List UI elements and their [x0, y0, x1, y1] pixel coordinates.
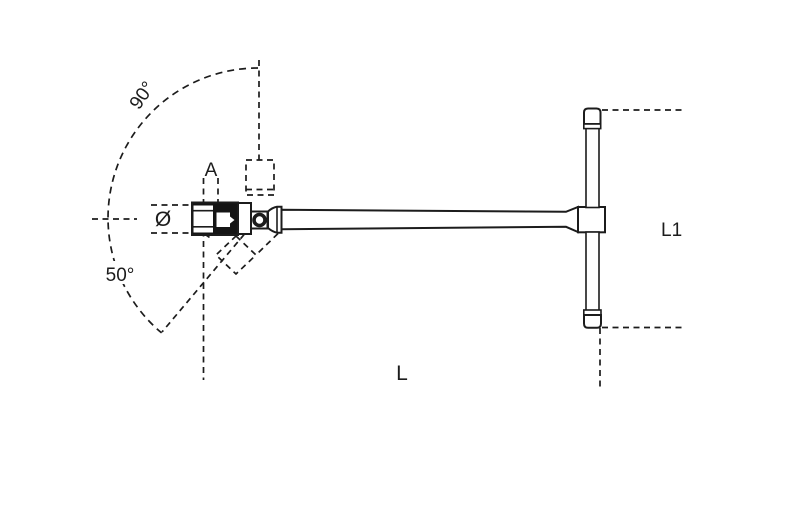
ghost-socket-50 [214, 234, 258, 276]
label-swivel-angle-90: 90° [126, 78, 160, 114]
swivel-axis-50 [161, 217, 259, 333]
label-socket-diameter: Ø [155, 208, 171, 231]
handle-bar-top [585, 127, 600, 209]
label-drive-size: A [205, 160, 218, 181]
wrench-drawing [191, 107, 606, 329]
ghost-socket-90 [245, 159, 275, 196]
label-total-length: L [396, 362, 408, 385]
handle-cap-top [583, 107, 602, 125]
label-swivel-angle-50: 50° [106, 265, 135, 286]
swivel-range-arc [107, 67, 259, 334]
drive-square-hole [216, 212, 230, 227]
label-swivel-angle-50-halo [101, 261, 140, 284]
handle-bar-bottom [585, 231, 600, 312]
socket-mouth [193, 205, 213, 233]
shaft [280, 205, 579, 234]
shaft-bell [267, 205, 283, 234]
joint-yoke [237, 202, 252, 235]
joint-pin [252, 212, 267, 228]
handle-cap-bottom [583, 314, 602, 329]
label-handle-length: L1 [661, 220, 682, 241]
ghost-socket-50-side [256, 232, 279, 255]
t-block [577, 206, 606, 234]
handle-ring-top [582, 123, 602, 130]
drive-square-notch [230, 216, 235, 224]
